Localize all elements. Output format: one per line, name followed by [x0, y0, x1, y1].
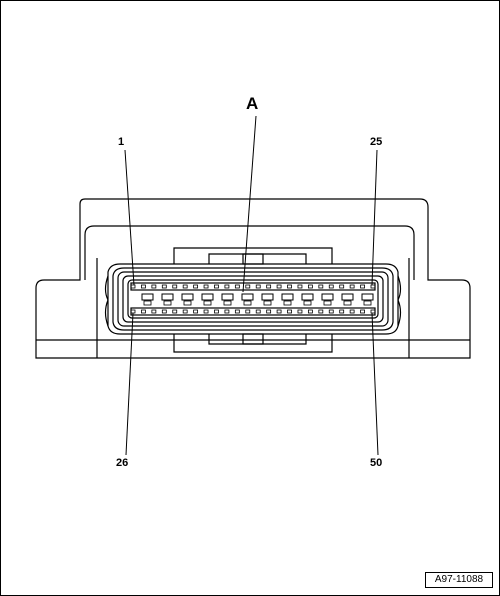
- pin-cavity-large: [261, 293, 274, 301]
- leader-A: [242, 115, 257, 293]
- pin-cavity-small: [203, 300, 212, 306]
- pin-cavity: [266, 309, 272, 314]
- pin-cavity-small: [303, 300, 312, 306]
- pin-callout-50: 50: [370, 457, 383, 469]
- housing-inner-step: [84, 225, 415, 280]
- pin-cavity: [328, 284, 334, 289]
- pin-cavity-large: [301, 293, 314, 301]
- pin-cavity-large: [241, 293, 254, 301]
- pin-cavity: [318, 284, 324, 289]
- pin-cavity: [370, 284, 376, 289]
- pin-cavity-small: [343, 300, 352, 306]
- pin-cavity: [234, 309, 240, 314]
- pin-cavity: [349, 309, 355, 314]
- pin-cavity: [151, 284, 157, 289]
- pin-cavity-small: [163, 300, 172, 306]
- pin-cavity: [328, 309, 334, 314]
- pin-cavity: [214, 284, 219, 289]
- leader-1: [124, 149, 135, 286]
- pin-cavity: [297, 309, 303, 314]
- pin-cavity: [307, 284, 313, 289]
- pin-cavity: [234, 284, 240, 289]
- pin-cavity-large: [141, 293, 154, 301]
- leader-50: [371, 312, 379, 456]
- pin-cavity: [287, 309, 292, 314]
- pin-cavity: [245, 309, 251, 314]
- pin-cavity: [287, 284, 292, 289]
- pin-cavity: [339, 309, 345, 314]
- pin-cavity: [141, 309, 146, 314]
- pin-cavity-large: [161, 293, 174, 301]
- pin-cavity: [214, 309, 219, 314]
- connector-shroud-outer: [107, 263, 399, 335]
- pin-cavity-small: [223, 300, 232, 306]
- latch-bottom: [173, 334, 333, 353]
- housing-outline: [35, 198, 471, 359]
- pin-cavity: [172, 309, 178, 314]
- pin-cavity: [182, 309, 188, 314]
- pin-cavity: [370, 309, 376, 314]
- leader-25: [371, 149, 378, 286]
- pin-cavity: [360, 284, 365, 289]
- pin-cavity: [182, 284, 188, 289]
- pin-cavity-small: [143, 300, 152, 306]
- pin-cavity: [360, 309, 365, 314]
- pin-cavity: [193, 284, 199, 289]
- pin-cavity: [141, 284, 146, 289]
- pin-cavity: [130, 284, 136, 289]
- pin-cavity: [203, 309, 209, 314]
- pin-cavity: [151, 309, 157, 314]
- pin-cavity: [130, 309, 136, 314]
- pin-cavity: [276, 284, 282, 289]
- pin-cavity: [193, 309, 199, 314]
- pin-cavity-small: [183, 300, 192, 306]
- pin-cavity-large: [201, 293, 214, 301]
- pin-cavity: [161, 309, 167, 314]
- pin-cavity-small: [263, 300, 272, 306]
- pin-cavity: [245, 284, 251, 289]
- pin-cavity-large: [281, 293, 294, 301]
- pin-field: [130, 284, 376, 314]
- pin-cavity-small: [363, 300, 372, 306]
- pin-cavity: [255, 309, 261, 314]
- figure-id-box: A97-11088: [425, 572, 493, 588]
- pin-cavity: [339, 284, 345, 289]
- pin-cavity-large: [321, 293, 334, 301]
- pin-cavity: [172, 284, 178, 289]
- pin-cavity: [349, 284, 355, 289]
- pin-cavity-large: [341, 293, 354, 301]
- connector-callout-A: A: [246, 94, 259, 113]
- pin-callout-1: 1: [118, 136, 125, 148]
- pin-cavity-small: [243, 300, 252, 306]
- pin-cavity-large: [221, 293, 234, 301]
- pin-cavity: [224, 284, 230, 289]
- connector-shroud-inner: [112, 267, 394, 331]
- pin-cavity-large: [181, 293, 194, 301]
- pin-cavity: [224, 309, 230, 314]
- pin-cavity: [266, 284, 272, 289]
- latch-top: [173, 247, 333, 264]
- pin-cavity-large: [361, 293, 374, 301]
- pin-cavity-small: [323, 300, 332, 306]
- pin-cavity: [203, 284, 209, 289]
- pin-cavity: [318, 309, 324, 314]
- pin-cavity: [161, 284, 167, 289]
- pin-cavity: [307, 309, 313, 314]
- pin-cavity-small: [283, 300, 292, 306]
- pin-cavity: [255, 284, 261, 289]
- pin-callout-26: 26: [116, 457, 129, 469]
- pin-cavity: [276, 309, 282, 314]
- pin-cavity: [297, 284, 303, 289]
- pin-callout-25: 25: [370, 136, 383, 148]
- leader-26: [125, 312, 134, 456]
